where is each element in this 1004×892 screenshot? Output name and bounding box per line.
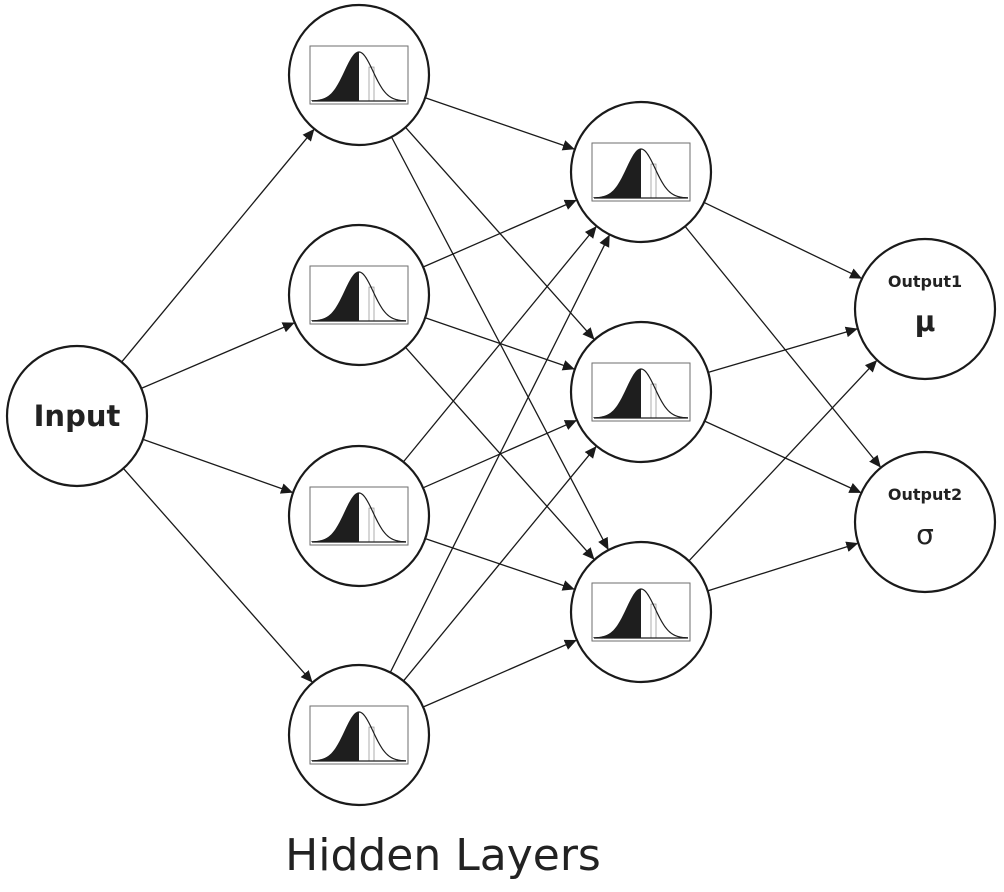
hidden-layer-1-node-4 (287, 663, 431, 807)
edge-input-to-h1-3 (142, 438, 294, 494)
edge-h1-4-to-h2-3 (422, 639, 578, 708)
output-node-2: Output2 σ (853, 450, 997, 594)
hidden-layer-2-node-2 (569, 320, 713, 464)
bell-curve-icon (309, 45, 409, 105)
input-label: Input (34, 399, 121, 433)
edge-h1-1-to-h2-1 (424, 97, 576, 151)
edge-h1-2-to-h2-1 (422, 199, 578, 268)
edge-h1-4-to-h2-2 (402, 445, 598, 682)
hidden-layer-1-node-1 (287, 3, 431, 147)
edge-h2-3-to-output-1 (688, 359, 878, 562)
connection-edges (121, 97, 882, 708)
hidden-layer-2-node-1 (569, 100, 713, 244)
output-1-symbol: μ (915, 305, 936, 338)
edge-h1-3-to-h2-1 (402, 225, 598, 463)
input-node: Input (5, 344, 149, 488)
edge-input-to-h1-4 (122, 467, 314, 684)
edge-h2-3-to-output-2 (707, 541, 859, 592)
hidden-layer-1-node-3 (287, 444, 431, 588)
output-2-symbol: σ (916, 518, 934, 551)
bell-curve-icon (591, 142, 691, 202)
output-1-label: Output1 (888, 272, 962, 291)
bell-curve-icon (309, 486, 409, 546)
output-2-label: Output2 (888, 485, 962, 504)
edge-h2-1-to-output-2 (684, 225, 882, 469)
hidden-layer-2-node-3 (569, 540, 713, 684)
edge-h1-4-to-h2-1 (389, 234, 611, 673)
hidden-layer-1-node-2 (287, 223, 431, 367)
edge-h2-2-to-output-2 (704, 420, 862, 494)
bell-curve-icon (591, 362, 691, 422)
edge-h2-2-to-output-1 (708, 326, 858, 374)
hidden-layers-caption: Hidden Layers (285, 830, 601, 881)
bell-curve-icon (309, 705, 409, 765)
edge-h2-1-to-output-1 (703, 201, 863, 280)
edge-input-to-h1-1 (121, 128, 315, 363)
bell-curve-icon (591, 582, 691, 642)
edge-input-to-h1-2 (141, 322, 295, 389)
output-node-1: Output1 μ (853, 237, 997, 381)
bell-curve-icon (309, 265, 409, 325)
